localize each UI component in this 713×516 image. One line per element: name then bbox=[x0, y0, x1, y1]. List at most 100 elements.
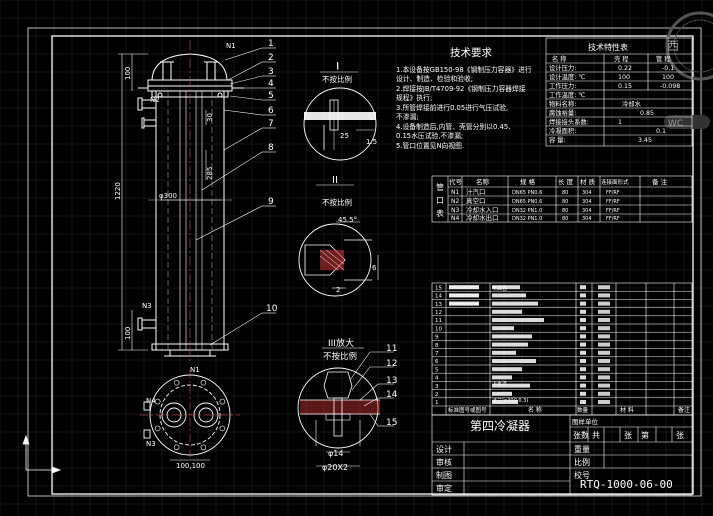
spec-r1-shell: 100 bbox=[618, 74, 630, 81]
bolt-hole bbox=[154, 398, 161, 405]
tech-req-line-6: 不渗漏; bbox=[396, 112, 419, 121]
nozzle-r3-len: 80 bbox=[562, 216, 568, 222]
nozzle-n1-label: N1 bbox=[226, 42, 236, 50]
leader-1: 1 bbox=[268, 39, 274, 49]
parts-row-qty-bar bbox=[580, 391, 586, 396]
dim-top-100: 100 bbox=[124, 67, 132, 80]
parts-footer-mat: 材 料 bbox=[620, 406, 634, 414]
tech-req-line-8: 0.15水压试验,不渗漏; bbox=[396, 131, 463, 140]
parts-row-mat-bar bbox=[598, 367, 610, 372]
parts-footer-note: 备注 bbox=[678, 406, 690, 414]
parts-row-number: 7 bbox=[435, 351, 439, 357]
detail-ii: II 不按比例 45.5° 6 2 bbox=[298, 175, 379, 297]
spec-r0-tube: -0.1 bbox=[662, 65, 674, 72]
detail-i-number: I bbox=[336, 61, 339, 72]
parts-row-std-bar bbox=[449, 293, 479, 298]
leader-lines bbox=[195, 47, 276, 346]
bolt-hole bbox=[219, 425, 226, 432]
parts-row-text-bar bbox=[492, 367, 522, 372]
spec-r8-tube: 3.45 bbox=[638, 137, 652, 144]
parts-footer-name: 名 称 bbox=[528, 406, 542, 414]
parts-row-text-bar bbox=[492, 383, 530, 388]
parts-row-mat-bar bbox=[598, 400, 610, 404]
leader-2: 2 bbox=[268, 53, 274, 63]
nozzle-r1-conn: FF/RF bbox=[606, 199, 620, 205]
detail-i-dim-15: 1.5 bbox=[366, 138, 377, 146]
parts-row-std-bar bbox=[449, 301, 479, 306]
parts-row-mat-bar bbox=[598, 326, 610, 331]
nozzle-r2-conn: FF/RF bbox=[606, 208, 620, 214]
parts-row-text-bar bbox=[492, 350, 516, 355]
parts-footer-std: 标准图号或图号 bbox=[448, 406, 487, 414]
tb-check-no: 校号 bbox=[574, 470, 590, 480]
nozzle-n2-label: N2 bbox=[150, 96, 160, 104]
tech-req-line-4: 规程》执行; bbox=[396, 93, 432, 102]
parts-row-qty-bar bbox=[580, 326, 586, 331]
parts-row-mat-bar bbox=[598, 391, 610, 396]
tech-spec-table bbox=[545, 37, 693, 147]
detail-i: I 不按比例 25 1.5 bbox=[303, 61, 377, 161]
nozzle-h-conn: 连接面形式 bbox=[601, 178, 629, 186]
detail-i-scale: 不按比例 bbox=[322, 74, 352, 84]
tech-req-line-9: 5.管口位置见N向视图. bbox=[396, 141, 464, 150]
parts-row-text-bar bbox=[492, 391, 512, 396]
tech-req-title: 技术要求 bbox=[450, 46, 492, 59]
spec-r1-tube: 100 bbox=[662, 74, 674, 81]
parts-row-mat-bar bbox=[598, 318, 610, 322]
spec-r6-name: 焊接接头系数: bbox=[549, 117, 589, 126]
bolt-hole bbox=[154, 425, 161, 432]
bolt-holes bbox=[154, 379, 226, 451]
parts-row-mat-bar bbox=[598, 334, 610, 339]
parts-row-number: 4 bbox=[435, 376, 439, 382]
parts-row-number: 5 bbox=[435, 367, 439, 373]
nozzle-r3-name: 冷却水出口 bbox=[466, 213, 499, 222]
spec-r8-name: 容 量: bbox=[549, 135, 566, 144]
spec-r2-name: 工作压力: bbox=[549, 81, 576, 90]
parts-row-number: 15 bbox=[435, 285, 442, 291]
corner-ring-outer bbox=[665, 11, 713, 81]
spec-r3-name: 工作温度: ℃ bbox=[549, 90, 585, 99]
parts-row-number: 10 bbox=[435, 326, 442, 332]
spec-r6-shell: 1 bbox=[618, 119, 622, 126]
dim-30: 30 bbox=[206, 113, 214, 122]
detail-ii-number: II bbox=[332, 175, 338, 186]
spec-r0-name: 设计压力: bbox=[549, 63, 576, 72]
corner-mark-wc: WC bbox=[668, 119, 683, 129]
leader-6: 6 bbox=[268, 106, 274, 116]
tb-sheets-3: 张 bbox=[624, 431, 632, 440]
parts-note-card: 卡具名 bbox=[492, 285, 507, 292]
drawing-name: 第四冷凝器 bbox=[470, 418, 530, 433]
parts-row-mat-bar bbox=[598, 285, 610, 290]
spec-r2-tube: -0.098 bbox=[660, 83, 680, 90]
tb-left-design: 设计 bbox=[436, 444, 452, 454]
top-view-n1: N1 bbox=[190, 366, 200, 374]
spec-r4-name: 物料名称: bbox=[549, 99, 576, 108]
corner-ring-inner bbox=[673, 19, 713, 73]
tb-sheets-4: 第 bbox=[641, 430, 649, 440]
parts-row-qty-bar bbox=[580, 334, 586, 339]
nozzle-r1-len: 80 bbox=[562, 199, 568, 205]
detail-ii-scale: 不按比例 bbox=[322, 197, 352, 207]
parts-row-number: 6 bbox=[435, 359, 439, 365]
bolt-hole bbox=[173, 379, 180, 386]
tech-req-line-2: 设计、制造、检验和验收; bbox=[396, 74, 473, 83]
parts-row-text-bar bbox=[492, 342, 528, 347]
nozzle-r2-code: N3 bbox=[451, 207, 459, 214]
spec-r2-shell: 0.15 bbox=[618, 83, 632, 90]
leader-10: 10 bbox=[266, 304, 278, 314]
tech-spec-header-shell: 壳 程 bbox=[614, 54, 629, 63]
tech-req-line-1: 1.本设备按GB150-98《钢制压力容器》进行 bbox=[396, 65, 532, 74]
detail-iii-dim-14: φ14 bbox=[328, 449, 343, 458]
spec-r1-name: 设计温度: ℃ bbox=[549, 72, 585, 81]
leader-13: 13 bbox=[386, 376, 397, 386]
detail-ii-dim-2: 2 bbox=[336, 286, 340, 294]
parts-row-text-bar bbox=[492, 309, 522, 314]
tech-spec-header-name: 名 称 bbox=[552, 54, 567, 63]
leader-4: 4 bbox=[268, 79, 274, 89]
nozzle-side-3: 表 bbox=[436, 208, 444, 218]
nozzle-side-2: 口 bbox=[436, 196, 444, 205]
dim-285: 285 bbox=[206, 167, 214, 180]
spec-r7-name: 冷凝面积: bbox=[549, 126, 576, 135]
